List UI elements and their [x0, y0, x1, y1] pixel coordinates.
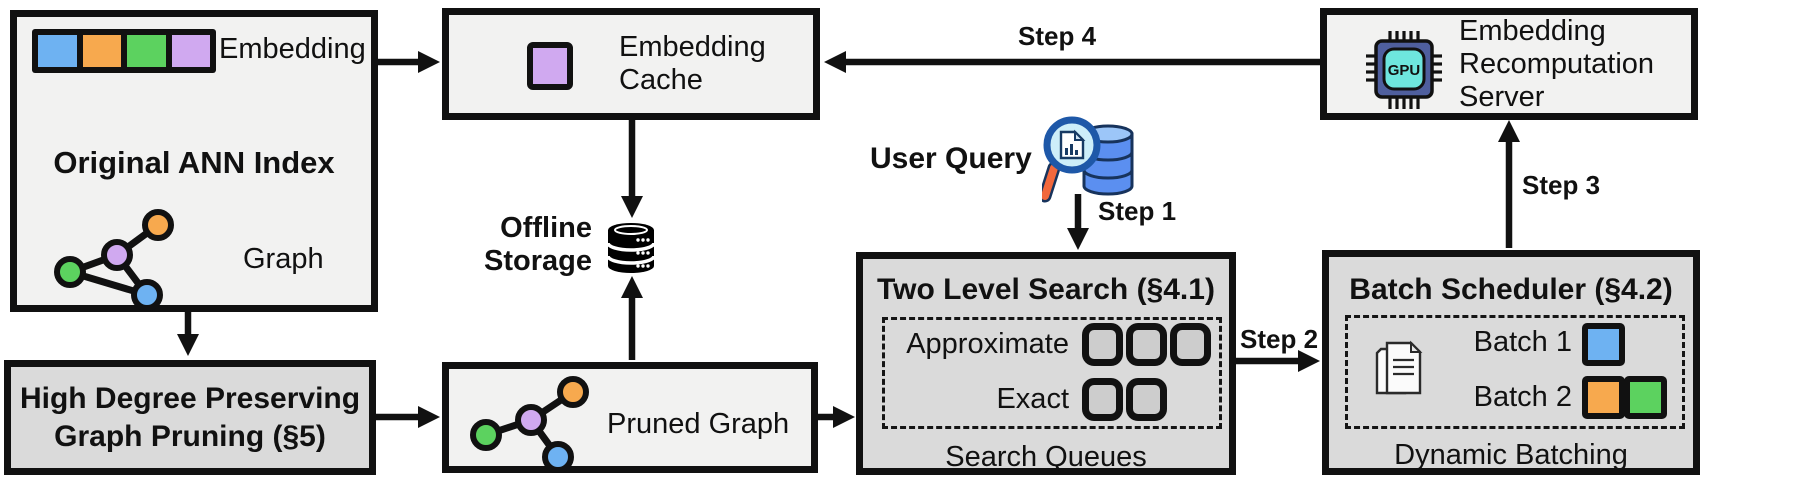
step1-label: Step 1	[1098, 196, 1177, 226]
batch1-label: Batch 1	[1473, 326, 1572, 358]
pruned-graph-icon	[470, 376, 589, 473]
approximate-queue-icons	[1082, 323, 1211, 366]
user-query-label: User Query	[870, 142, 1032, 175]
graph-pruning-box: High Degree Preserving Graph Pruning (§5…	[4, 360, 376, 475]
recomputation-server-box: GPU Embedding Recomputation Server	[1320, 8, 1698, 120]
graph-pruning-line1: High Degree Preserving	[19, 381, 361, 415]
embedding-vector-icon	[32, 29, 216, 73]
arrow-ann-to-cache	[376, 51, 440, 73]
user-query-icon	[1042, 116, 1134, 203]
embedding-cell-green	[127, 35, 166, 67]
batch2-item-orange	[1582, 376, 1625, 419]
exact-queue-icons	[1082, 378, 1167, 421]
exact-label: Exact	[996, 383, 1069, 415]
embedding-cache-box: Embedding Cache	[442, 8, 820, 120]
embedding-cache-line2: Cache	[619, 64, 703, 96]
batch1-item-blue	[1582, 323, 1625, 366]
original-ann-index-box: Embedding Original ANN Index Graph	[10, 10, 378, 312]
batch2-label: Batch 2	[1473, 381, 1572, 413]
approximate-label: Approximate	[906, 328, 1069, 360]
two-level-search-title: Two Level Search (§4.1)	[877, 273, 1215, 306]
embedding-cache-line1: Embedding	[619, 31, 766, 63]
queue-slot-icon	[1082, 323, 1123, 366]
search-queues-dashed-area	[882, 317, 1222, 429]
dynamic-batching-caption: Dynamic Batching	[1394, 439, 1628, 471]
offline-storage-line1: Offline	[500, 212, 592, 244]
graph-label: Graph	[243, 243, 324, 275]
offline-storage-label: Offline Storage	[420, 212, 592, 278]
arrow-step4-server-to-cache	[824, 51, 1320, 73]
step3-label: Step 3	[1522, 170, 1601, 200]
offline-storage-line2: Storage	[484, 245, 592, 277]
server-line1: Embedding	[1459, 14, 1606, 47]
gpu-chip-label: GPU	[1388, 62, 1421, 79]
arrow-cache-to-storage	[621, 118, 643, 218]
pruned-graph-label: Pruned Graph	[607, 408, 790, 440]
embedding-label: Embedding	[219, 33, 366, 65]
search-queues-caption: Search Queues	[945, 441, 1147, 473]
ann-index-title: Original ANN Index	[53, 145, 335, 180]
dynamic-batching-dashed-area	[1345, 315, 1685, 429]
embedding-cache-label: Embedding Cache	[619, 15, 766, 113]
step4-label: Step 4	[1018, 21, 1097, 51]
cached-embedding-icon	[527, 42, 573, 90]
queue-slot-icon	[1170, 323, 1211, 366]
two-level-search-box: Two Level Search (§4.1) Approximate Exac…	[856, 252, 1236, 475]
batch2-item-green	[1624, 376, 1667, 419]
documents-icon	[1375, 340, 1423, 395]
arrow-pruning-to-pruned	[374, 406, 440, 428]
gpu-chip-icon: GPU	[1366, 31, 1442, 109]
embedding-cell-orange	[82, 35, 121, 67]
batch-scheduler-box: Batch Scheduler (§4.2) Batch 1 Batch 2 D…	[1322, 250, 1700, 475]
server-line3: Server	[1459, 80, 1545, 113]
server-line2: Recomputation	[1459, 47, 1655, 80]
pruned-graph-box: Pruned Graph	[442, 362, 818, 473]
embedding-cell-purple	[171, 35, 210, 67]
arrow-pruned-to-storage	[621, 276, 643, 360]
queue-slot-icon	[1082, 378, 1123, 421]
arrow-pruned-to-search	[816, 406, 855, 428]
offline-storage-db-icon	[606, 223, 656, 273]
queue-slot-icon	[1126, 378, 1167, 421]
arrow-step3-scheduler-to-server	[1498, 120, 1520, 248]
graph-icon	[54, 209, 174, 311]
graph-pruning-line2: Graph Pruning (§5)	[54, 419, 326, 453]
embedding-cell-blue	[38, 35, 77, 67]
recomputation-server-label: Embedding Recomputation Server	[1459, 15, 1654, 113]
batch-scheduler-title: Batch Scheduler (§4.2)	[1349, 273, 1673, 306]
step2-label: Step 2	[1240, 324, 1319, 354]
queue-slot-icon	[1126, 323, 1167, 366]
